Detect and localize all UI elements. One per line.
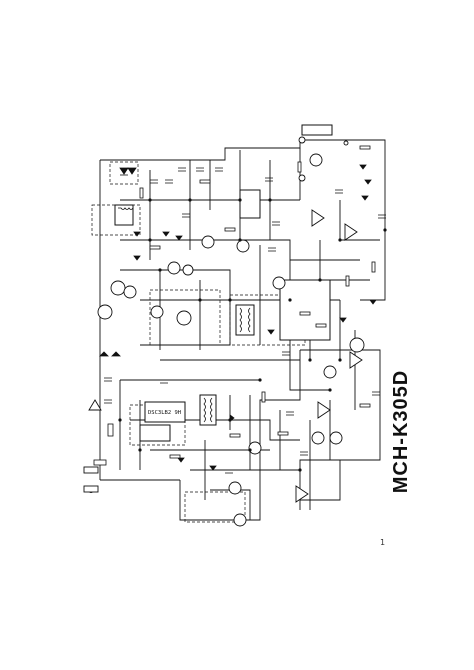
transistors bbox=[97, 153, 365, 527]
terminals bbox=[83, 136, 349, 493]
pwm-ic-label: DSC3LB2 9H bbox=[148, 410, 181, 416]
page-number: 1 bbox=[380, 538, 386, 547]
capacitors bbox=[104, 167, 386, 474]
component-bodies bbox=[114, 124, 333, 442]
junction-dots bbox=[118, 198, 387, 472]
op-amps bbox=[295, 209, 363, 503]
resistors bbox=[93, 145, 376, 466]
diodes bbox=[99, 164, 377, 471]
transformer-coils bbox=[118, 207, 251, 423]
model-title: MCH-K305D bbox=[390, 369, 413, 494]
